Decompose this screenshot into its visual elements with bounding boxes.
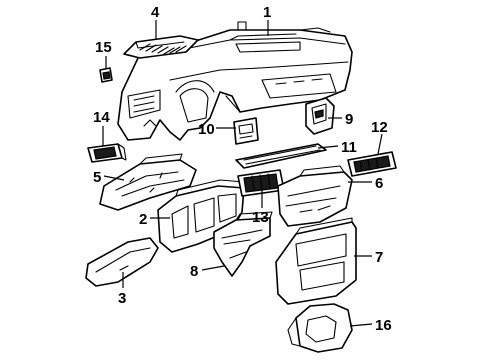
callout-13: 13	[252, 209, 269, 226]
part-11-trim-strip	[235, 143, 327, 169]
part-4-defroster-grille	[123, 35, 199, 59]
part-5-lower-dash-bracket	[99, 153, 197, 211]
part-14-vent-outlet	[87, 143, 127, 163]
callout-8: 8	[190, 263, 198, 280]
callout-3: 3	[118, 290, 126, 307]
part-16-console-bracket	[287, 303, 353, 353]
part-7-console-housing	[275, 217, 357, 305]
part-10-switch-panel	[233, 117, 259, 145]
callout-9: 9	[345, 111, 353, 128]
part-1-instrument-panel	[117, 21, 353, 141]
part-8-column-bracket	[213, 211, 273, 277]
callout-5: 5	[93, 169, 101, 186]
callout-1: 1	[263, 4, 271, 21]
callout-6: 6	[375, 175, 383, 192]
callout-2: 2	[139, 211, 147, 228]
part-12-vent-unit	[347, 151, 397, 177]
part-13-vent-grille	[237, 169, 285, 197]
callout-14: 14	[93, 109, 110, 126]
callout-labels: 1 4 15 14 5 2 3 8 10 9 11 12 13 6 7 16	[93, 4, 392, 334]
leader-lines	[102, 20, 383, 327]
callout-11: 11	[341, 139, 357, 156]
part-3-lower-trim-panel	[85, 237, 159, 287]
part-9-switch-bezel	[305, 97, 335, 135]
part-15-switch	[99, 67, 113, 83]
callout-10: 10	[198, 121, 215, 138]
callout-12: 12	[371, 119, 388, 136]
part-6-center-compartment	[277, 165, 353, 227]
callout-16: 16	[375, 317, 392, 334]
callout-4: 4	[151, 4, 160, 21]
callout-15: 15	[95, 39, 112, 56]
callout-7: 7	[375, 249, 383, 266]
